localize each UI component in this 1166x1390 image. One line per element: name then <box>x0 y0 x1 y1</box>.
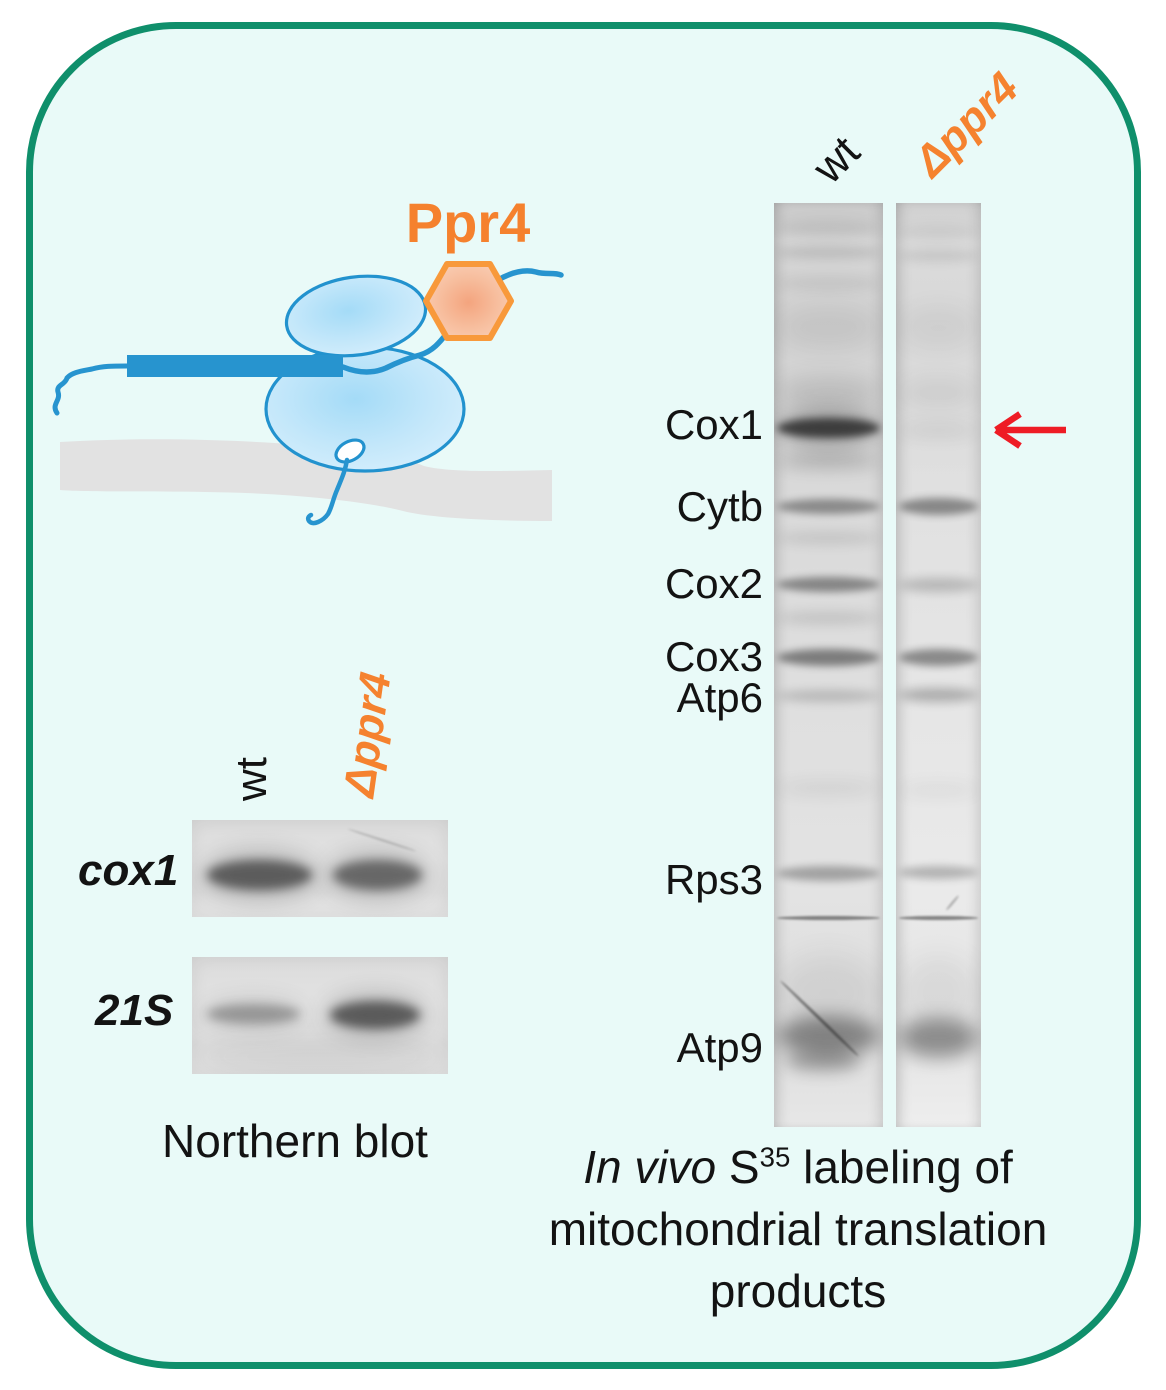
gel-band <box>777 306 880 350</box>
ribosome-small-subunit <box>284 274 428 358</box>
gel-caption-invivo: In vivo <box>583 1141 729 1193</box>
ppr4-hexagon <box>423 261 514 341</box>
gel-band <box>777 275 880 291</box>
ribosome-mrna-diagram: Ppr4 <box>52 191 564 526</box>
gel-band-label-cox1: Cox1 <box>664 401 763 448</box>
gel-band <box>898 688 979 702</box>
gel-band <box>898 648 979 666</box>
gel-caption-line3: products <box>709 1265 887 1317</box>
gel-band <box>898 865 979 879</box>
gel-band <box>898 578 979 592</box>
gel-band <box>777 781 880 795</box>
gel-band <box>898 378 979 408</box>
gel-caption-sup35: 35 <box>759 1141 791 1173</box>
gel-band <box>199 996 308 1032</box>
northern-blot-cox1-strip <box>192 820 448 917</box>
membrane-band <box>60 439 552 521</box>
gel-band <box>898 916 979 920</box>
gel-lane-dppr4 <box>896 203 981 1127</box>
gel-band <box>898 421 979 439</box>
gel-band-label-atp6: Atp6 <box>676 674 763 721</box>
northern-caption: Northern blot <box>162 1115 428 1167</box>
northern-row-label-cox1: cox1 <box>78 846 179 895</box>
gel-band <box>777 612 880 624</box>
gel-band <box>777 916 880 920</box>
gel-lane-wt <box>774 203 883 1127</box>
northern-lane-label-wt: wt <box>227 757 276 801</box>
gel-band-label-atp9: Atp9 <box>676 1024 763 1071</box>
gel-caption-s: S <box>728 1141 760 1193</box>
gel-band <box>192 1037 448 1074</box>
gel-band <box>777 690 880 702</box>
gel-band <box>898 224 979 240</box>
gel-band <box>945 895 959 911</box>
gel-caption: In vivo S35 labeling of mitochondrial tr… <box>518 1136 1078 1322</box>
gel-caption-line1: In vivo S35 labeling of <box>518 1136 1078 1198</box>
gel-band <box>777 376 880 410</box>
gel-band <box>777 532 880 544</box>
gel-caption-line2: mitochondrial translation <box>548 1203 1048 1255</box>
gel-band <box>322 991 428 1039</box>
mrna-5prime-squiggle <box>52 363 130 416</box>
gel-band-label-cox2: Cox2 <box>664 560 763 607</box>
gel-band <box>199 849 320 901</box>
gel-band <box>777 418 880 438</box>
gel-band <box>777 245 880 259</box>
northern-row-label-21s: 21S <box>95 986 174 1035</box>
gel-band <box>207 860 313 890</box>
gel-band <box>777 453 880 469</box>
ppr4-protein-label: Ppr4 <box>406 191 531 254</box>
gel-band <box>330 1001 420 1029</box>
gel-band-label-rps3: Rps3 <box>664 856 763 903</box>
gel-band-label-cox3: Cox3 <box>664 633 763 680</box>
gel-band <box>777 220 880 236</box>
gel-band <box>325 849 431 901</box>
gel-band <box>898 497 979 515</box>
mrna-orf-rect <box>127 355 343 377</box>
mrna-3prime-tail <box>495 268 564 283</box>
gel-band <box>784 1050 862 1072</box>
missing-cox1-arrow-icon <box>994 411 1066 449</box>
gel-band <box>777 576 880 592</box>
gel-band <box>898 1018 979 1058</box>
northern-blot-21s-strip <box>192 957 448 1074</box>
gel-band <box>777 498 880 514</box>
gel-band <box>777 1016 880 1056</box>
nascent-peptide-chain <box>305 457 350 526</box>
gel-band <box>898 306 979 350</box>
gel-caption-rest: labeling of <box>790 1141 1013 1193</box>
gel-band <box>207 1004 300 1024</box>
polypeptide-exit-site <box>334 438 366 464</box>
gel-band-label-cytb: Cytb <box>676 483 763 530</box>
gel-band <box>332 860 423 890</box>
gel-band <box>898 783 979 797</box>
gel-band <box>777 648 880 666</box>
gel-band <box>777 865 880 881</box>
gel-band <box>898 248 979 262</box>
